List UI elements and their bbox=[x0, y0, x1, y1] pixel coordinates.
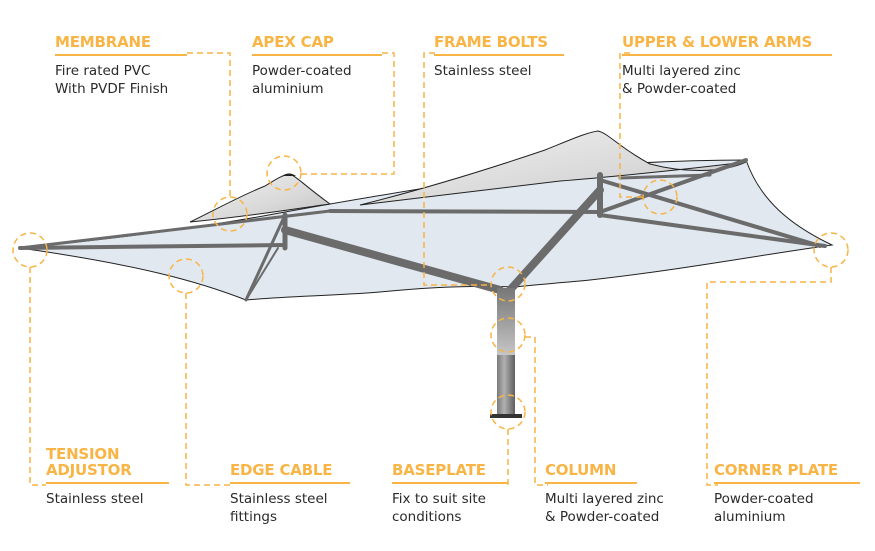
title-underline bbox=[55, 54, 187, 56]
leader-column bbox=[525, 336, 548, 486]
callout-circle-apex-cap bbox=[266, 155, 302, 191]
title-underline bbox=[392, 482, 508, 484]
component-title: MEMBRANE bbox=[55, 33, 151, 51]
component-title: TENSION ADJUSTOR bbox=[46, 445, 132, 479]
component-description: Powder-coated aluminium bbox=[252, 63, 352, 97]
leader-corner-plate bbox=[706, 267, 832, 486]
component-label-frame-bolts: FRAME BOLTS Stainless steel bbox=[434, 34, 564, 80]
column-upper bbox=[497, 288, 515, 358]
component-title: UPPER & LOWER ARMS bbox=[622, 33, 813, 51]
title-underline bbox=[622, 54, 832, 56]
callout-circle-frame-bolts bbox=[490, 266, 526, 302]
title-underline bbox=[252, 54, 382, 56]
callout-circle-edge-cable bbox=[168, 258, 204, 294]
leader-apex-cap bbox=[301, 52, 395, 175]
callout-circle-baseplate bbox=[490, 394, 526, 430]
component-description: Multi layered zinc & Powder-coated bbox=[622, 63, 741, 97]
component-description: Fix to suit site conditions bbox=[392, 491, 486, 525]
component-description: Stainless steel bbox=[46, 491, 144, 507]
callout-circle-column bbox=[490, 317, 526, 353]
component-label-baseplate: BASEPLATE Fix to suit site conditions bbox=[392, 462, 508, 526]
leader-tension-adjustor bbox=[29, 267, 46, 486]
component-label-tension-adjustor: TENSION ADJUSTOR Stainless steel bbox=[46, 446, 169, 508]
component-description: Multi layered zinc & Powder-coated bbox=[545, 491, 664, 525]
callout-circle-tension-adjustor bbox=[12, 232, 48, 268]
right-apex-canopy bbox=[359, 130, 747, 206]
component-label-upper-lower-arms: UPPER & LOWER ARMS Multi layered zinc & … bbox=[622, 34, 832, 98]
title-underline bbox=[46, 482, 169, 484]
component-label-column: COLUMN Multi layered zinc & Powder-coate… bbox=[545, 461, 664, 526]
component-title: FRAME BOLTS bbox=[434, 33, 548, 51]
callout-markers bbox=[12, 155, 849, 430]
membrane-fabric bbox=[19, 159, 834, 301]
baseplate-shape bbox=[490, 414, 522, 418]
component-title: CORNER PLATE bbox=[714, 461, 838, 479]
left-apex-cap bbox=[282, 173, 296, 176]
callout-circle-upper-lower-arms bbox=[642, 179, 678, 215]
component-label-apex-cap: APEX CAP Powder-coated aluminium bbox=[252, 34, 382, 98]
title-underline bbox=[230, 482, 350, 484]
leader-membrane bbox=[187, 52, 231, 197]
callout-circle-corner-plate bbox=[813, 232, 849, 268]
component-title: APEX CAP bbox=[252, 33, 334, 51]
callout-leaders bbox=[29, 52, 832, 486]
frame-arms bbox=[18, 158, 827, 302]
component-title: EDGE CABLE bbox=[230, 461, 333, 479]
leader-frame-bolts bbox=[423, 52, 491, 286]
component-description: Powder-coated aluminium bbox=[714, 491, 814, 525]
component-label-edge-cable: EDGE CABLE Stainless steel fittings bbox=[230, 462, 350, 526]
component-label-corner-plate: CORNER PLATE Powder-coated aluminium bbox=[714, 462, 860, 526]
title-underline bbox=[434, 54, 564, 56]
leader-edge-cable bbox=[185, 293, 230, 486]
component-title: BASEPLATE bbox=[392, 461, 486, 479]
component-description: Stainless steel fittings bbox=[230, 491, 328, 525]
component-description: Fire rated PVC With PVDF Finish bbox=[55, 63, 169, 97]
leader-upper-lower-arms bbox=[619, 52, 643, 198]
title-underline bbox=[714, 482, 860, 484]
component-title: COLUMN bbox=[545, 461, 617, 479]
column-lower bbox=[497, 355, 515, 415]
callout-circle-membrane bbox=[212, 196, 248, 232]
component-description: Stainless steel bbox=[434, 63, 532, 79]
title-underline bbox=[545, 482, 637, 484]
component-label-membrane: MEMBRANE Fire rated PVC With PVDF Finish bbox=[55, 34, 187, 98]
